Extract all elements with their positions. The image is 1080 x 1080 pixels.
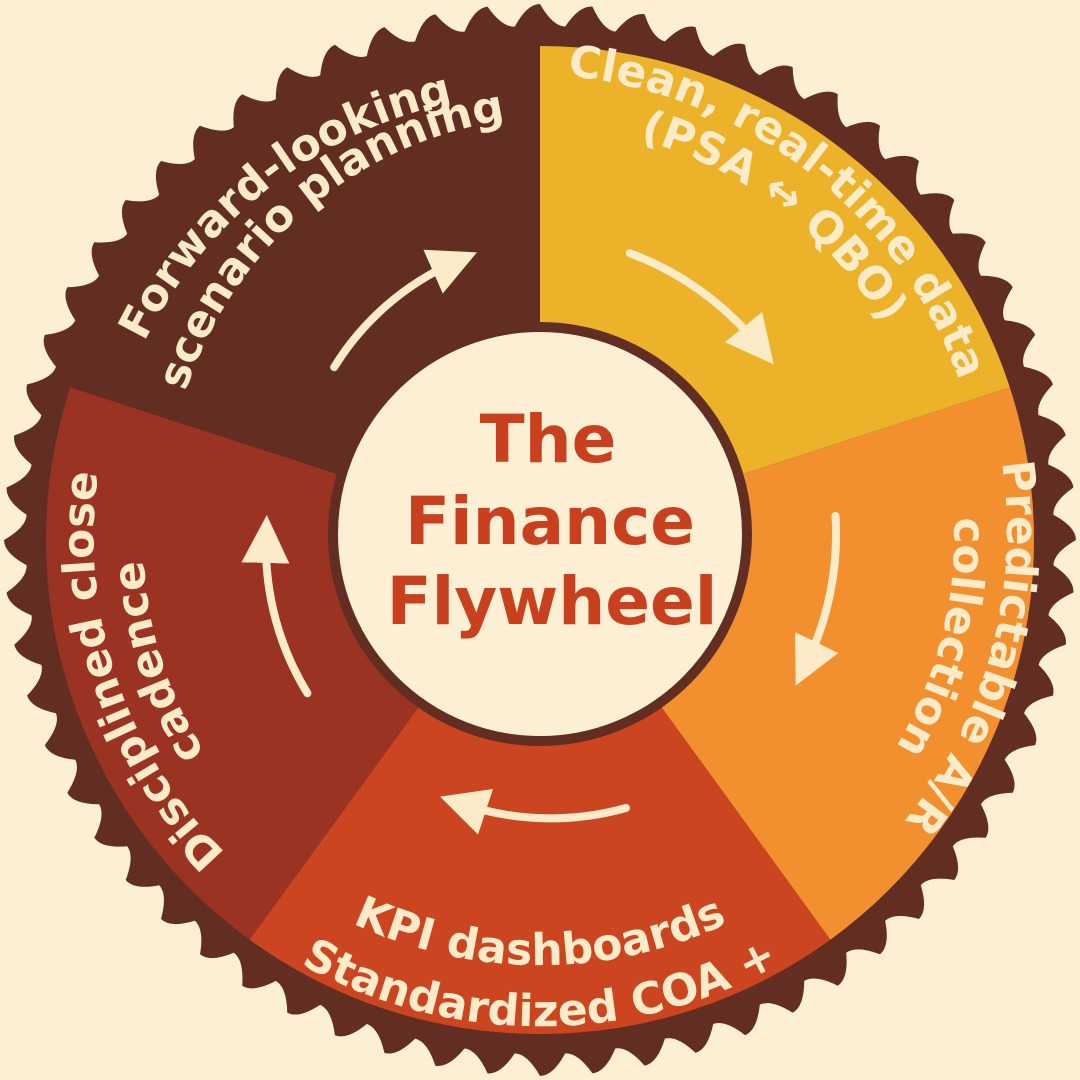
center-title-line3: Flywheel — [387, 563, 718, 640]
flow-arrow-ar-icon — [795, 511, 841, 686]
flow-arrow-kpi-icon — [440, 788, 630, 835]
center-title-line2: Finance — [405, 483, 695, 560]
center-title-line1: The — [480, 401, 617, 478]
flow-arrows — [241, 249, 841, 835]
center-hub — [328, 322, 752, 746]
flow-arrow-close-icon — [241, 515, 312, 698]
flow-arrow-data-icon — [625, 249, 774, 365]
segment-kpi[interactable] — [249, 540, 831, 1035]
flow-arrow-planning-icon — [330, 249, 477, 372]
